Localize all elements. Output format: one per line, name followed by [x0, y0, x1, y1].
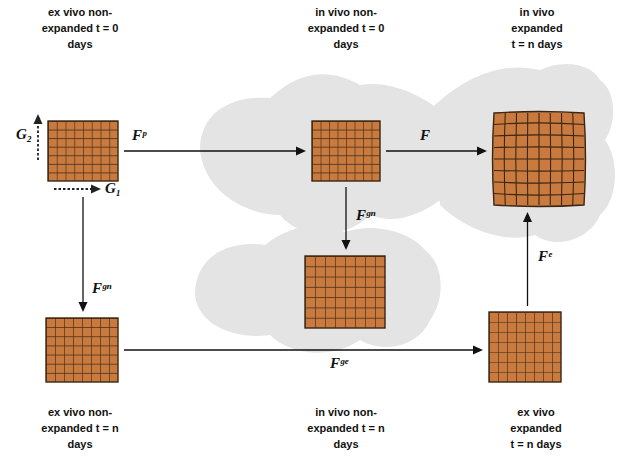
- deformation-arrow: [79, 197, 88, 312]
- arrowhead: [79, 302, 88, 312]
- expanded-grid: [493, 112, 586, 207]
- deformation-arrow: [386, 147, 487, 156]
- tissue-grid: [48, 121, 118, 181]
- deformation-label: Fᵍⁿ: [356, 207, 376, 224]
- arrowhead: [473, 346, 483, 355]
- deformation-arrow: [523, 212, 532, 306]
- deformation-arrow: [124, 147, 306, 156]
- stage-heading: ex vivo non-expanded t = 0 days: [41, 4, 119, 52]
- deformation-label: Fᵍᵉ: [330, 355, 348, 372]
- zebrafish-silhouette: [195, 64, 615, 353]
- tissue-grid: [46, 318, 118, 382]
- arrow-shaft: [82, 197, 83, 303]
- stage-heading: in vivo expanded t = n days: [510, 4, 565, 52]
- arrow-shaft: [345, 187, 346, 241]
- deformation-arrow: [124, 346, 483, 355]
- axis-label: G₂: [16, 126, 32, 143]
- arrow-shaft: [124, 150, 297, 151]
- tissue-grid: [312, 121, 380, 181]
- fish-shape: [200, 74, 440, 234]
- curved-grid-lines: [494, 113, 584, 205]
- tissue-sample: ex vivo non-expanded t = n days: [46, 318, 118, 382]
- arrowhead: [477, 147, 487, 156]
- deformation-label: Fᵉ: [538, 248, 552, 265]
- arrowhead: [296, 147, 306, 156]
- arrowhead: [523, 212, 532, 222]
- tissue-sample: in vivo expanded t = n days: [494, 113, 584, 205]
- deformation-label: F: [420, 127, 430, 144]
- deformation-label: Fᵍⁿ: [92, 280, 112, 297]
- fish-shape: [430, 64, 615, 242]
- axis-arrow: [54, 188, 91, 190]
- axis-label: G₁: [105, 180, 121, 197]
- tissue-sample: in vivo non-expanded t = n days: [305, 256, 385, 328]
- tissue-sample: in vivo non-expanded t = 0 days: [312, 121, 380, 181]
- tissue-sample: ex vivo expanded t = n days: [489, 312, 561, 382]
- stage-heading: in vivo non-expanded t = 0 days: [307, 4, 385, 52]
- arrowhead: [342, 240, 351, 250]
- material-axes: [34, 114, 102, 194]
- axis-arrowhead: [34, 114, 43, 124]
- tissue-sample: ex vivo non-expanded t = 0 days: [48, 121, 118, 181]
- tissue-grid: [489, 312, 561, 382]
- deformation-arrow: [342, 187, 351, 250]
- arrow-shaft: [124, 349, 474, 350]
- deformation-label: Fᵖ: [132, 127, 147, 144]
- tissue-grid: [305, 256, 385, 328]
- arrow-shaft: [527, 221, 528, 306]
- axis-arrow: [37, 124, 39, 160]
- tissue-grids: [46, 112, 586, 383]
- axis-arrowhead: [91, 185, 101, 194]
- stage-heading: ex vivo expanded t = n days: [509, 404, 564, 452]
- stage-heading: ex vivo non-expanded t = n days: [41, 404, 119, 452]
- fish-shape: [195, 226, 441, 353]
- stage-heading: in vivo non-expanded t = n days: [307, 404, 385, 452]
- arrow-shaft: [386, 150, 478, 151]
